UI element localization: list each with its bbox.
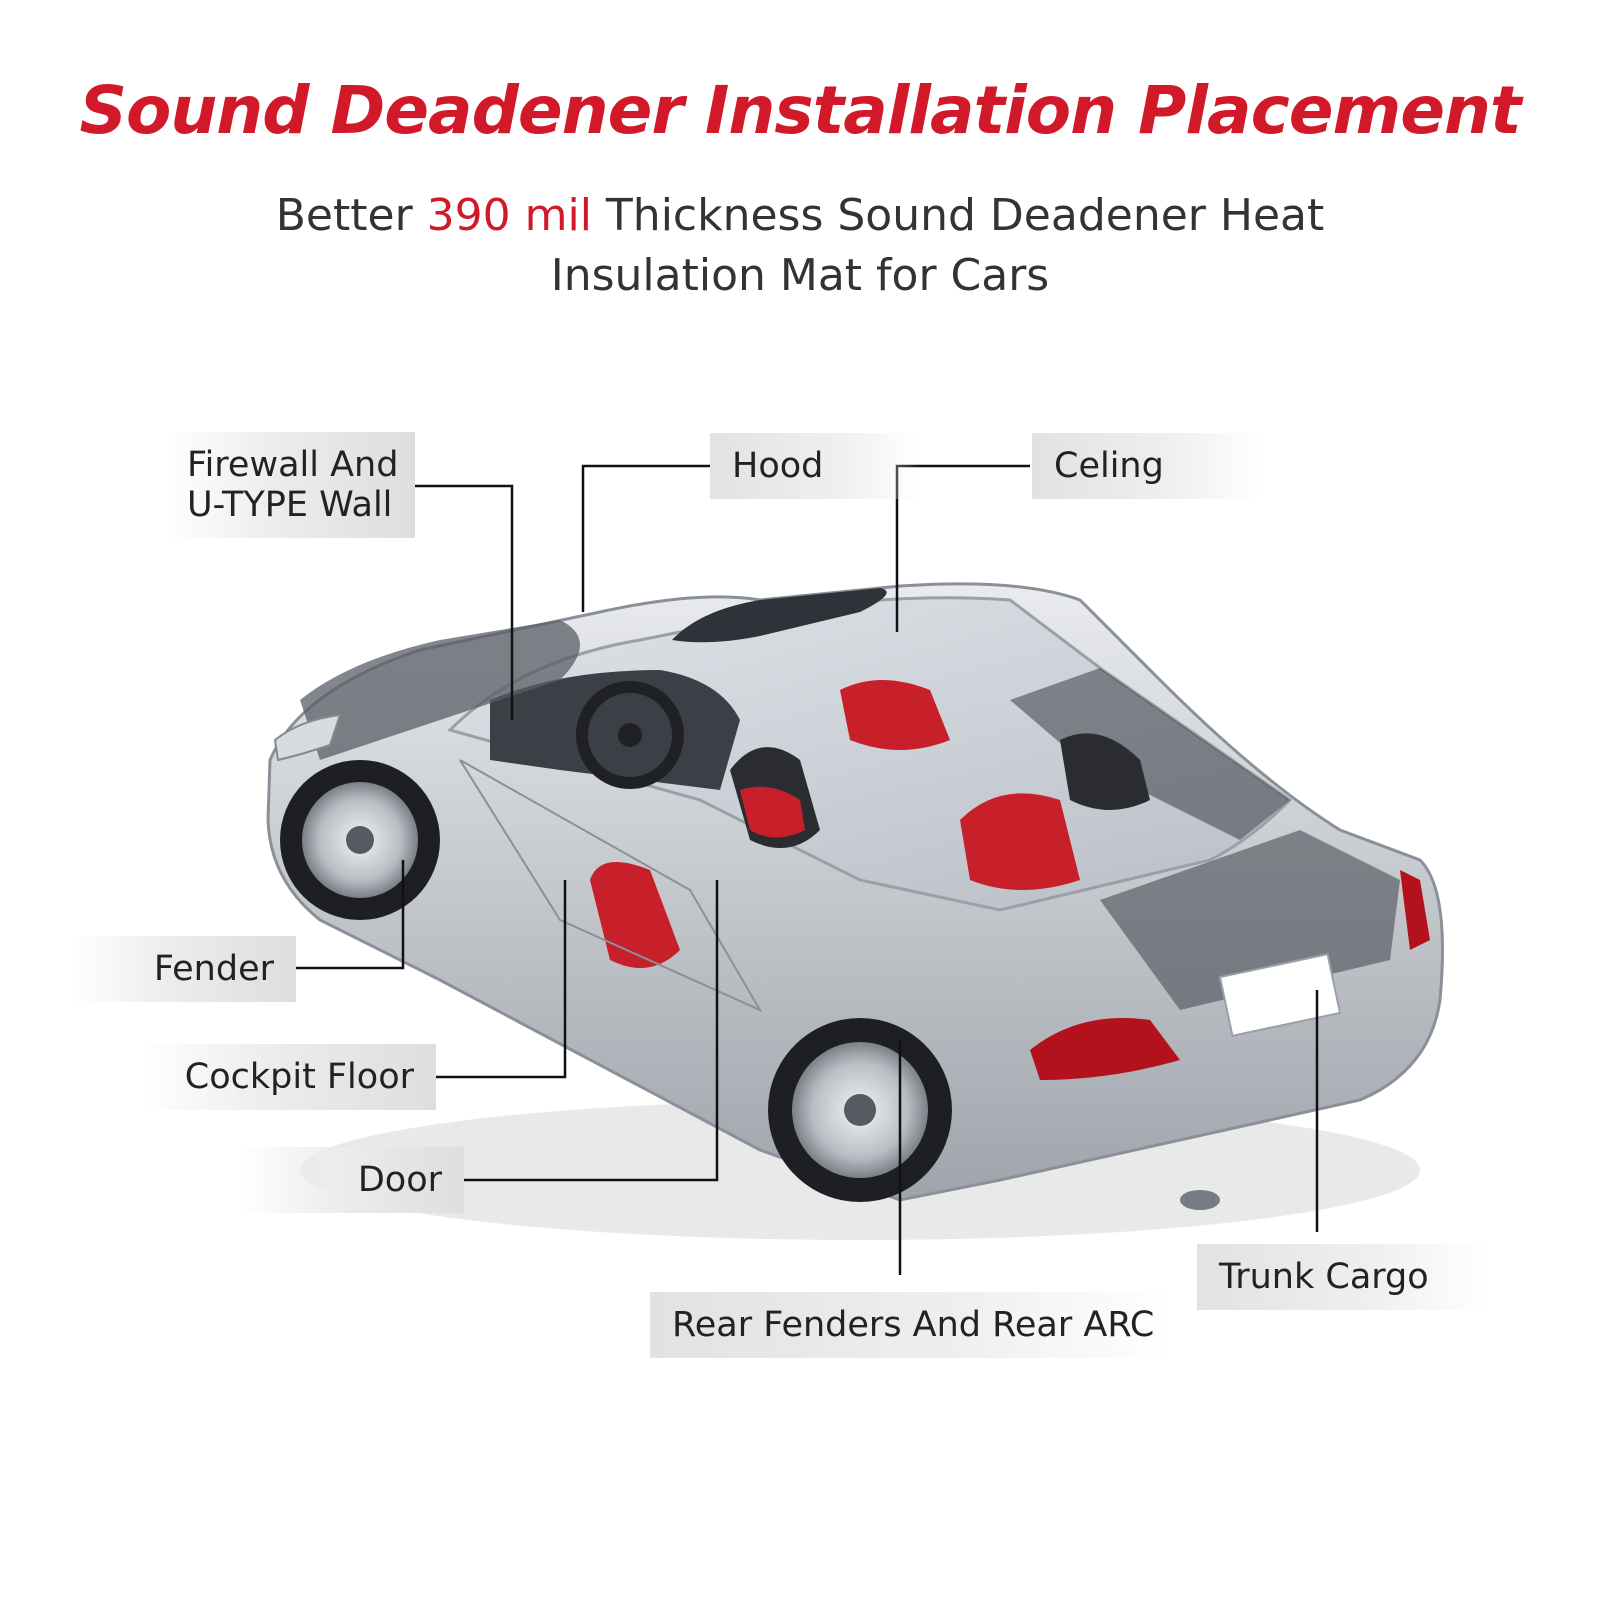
front-wheel	[280, 760, 440, 920]
label-ceiling: Celing	[1032, 433, 1262, 499]
subtitle-line-1: Better 390 mil Thickness Sound Deadener …	[200, 186, 1400, 246]
label-cockpit-floor: Cockpit Floor	[140, 1044, 436, 1110]
headlight	[273, 713, 342, 762]
tail-light	[1030, 1018, 1180, 1080]
leader-fender	[296, 860, 405, 970]
subtitle-accent: 390 mil	[426, 190, 592, 241]
subtitle-post: Thickness Sound Deadener Heat	[591, 190, 1325, 241]
rear-seat-right	[960, 793, 1080, 890]
subtitle-line-2: Insulation Mat for Cars	[550, 250, 1050, 301]
subtitle-pre: Better	[275, 190, 427, 241]
label-fender: Fender	[70, 936, 296, 1002]
license-plate	[1218, 953, 1342, 1037]
leader-firewall	[415, 484, 514, 720]
rear-wheel	[768, 1018, 952, 1202]
leader-door	[464, 880, 719, 1182]
page-subtitle: Better 390 mil Thickness Sound Deadener …	[200, 186, 1400, 306]
steering-wheel	[576, 681, 684, 789]
label-firewall: Firewall And U-TYPE Wall	[165, 432, 415, 538]
leader-hood	[581, 464, 710, 612]
sunroof	[672, 588, 887, 643]
label-firewall-line1: Firewall And	[187, 445, 399, 485]
label-hood: Hood	[710, 433, 920, 499]
door-seam	[459, 759, 763, 1013]
page-title: Sound Deadener Installation Placement	[79, 72, 1521, 149]
label-rear-fenders: Rear Fenders And Rear ARC	[650, 1292, 1170, 1358]
rear-window	[1010, 668, 1290, 840]
engine-bay	[300, 620, 580, 760]
rear-seat-left	[840, 680, 950, 750]
leader-cockpit-floor	[436, 880, 567, 1079]
label-firewall-line2: U-TYPE Wall	[187, 485, 393, 525]
label-trunk-cargo: Trunk Cargo	[1197, 1244, 1487, 1310]
label-door: Door	[240, 1147, 464, 1213]
exhaust-pipe	[1180, 1190, 1220, 1210]
front-seat-driver	[590, 862, 680, 968]
